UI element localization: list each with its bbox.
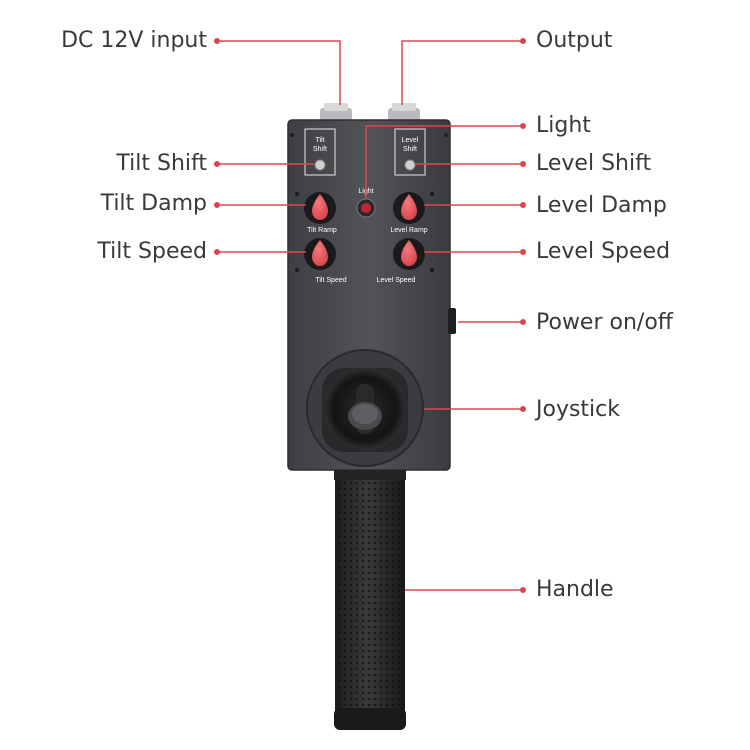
tilt-shift-label-line2: Shift [313, 146, 327, 153]
callout-dc-input: DC 12V input [61, 28, 207, 53]
callout-output: Output [536, 28, 613, 53]
callout-joystick: Joystick [536, 397, 621, 422]
joystick[interactable] [306, 349, 424, 467]
callout-tilt-speed: Tilt Speed [97, 239, 207, 264]
callout-handle: Handle [536, 577, 614, 602]
tilt-shift-label-line1: Tilt [315, 137, 324, 144]
handle [334, 470, 406, 730]
level-shift-switch[interactable] [404, 159, 416, 171]
level-ramp-label: Level Ramp [390, 227, 427, 234]
dc-input-connector[interactable] [320, 103, 352, 122]
level-shift-label-line2: Shift [403, 146, 417, 153]
level-speed-label: Level Speed [377, 277, 416, 284]
tilt-shift-switch[interactable] [314, 159, 326, 171]
tilt-ramp-label: Tilt Ramp [307, 227, 337, 234]
callout-level-shift: Level Shift [536, 151, 652, 176]
level-shift-box: Level Shift [394, 128, 426, 176]
callout-power: Power on/off [536, 310, 673, 335]
level-speed-knob[interactable] [393, 238, 425, 270]
callout-tilt-shift: Tilt Shift [116, 151, 207, 176]
callout-level-damp: Level Damp [536, 193, 667, 218]
tilt-speed-knob[interactable] [304, 238, 336, 270]
callout-level-speed: Level Speed [536, 239, 671, 264]
level-ramp-knob[interactable] [393, 192, 425, 224]
tilt-speed-label: Tilt Speed [315, 277, 346, 284]
tilt-ramp-knob[interactable] [304, 192, 336, 224]
tilt-shift-box: Tilt Shift [304, 128, 336, 176]
callout-light: Light [536, 113, 591, 138]
callout-tilt-damp: Tilt Damp [100, 191, 207, 216]
output-connector[interactable] [388, 103, 420, 122]
level-shift-label-line1: Level [402, 137, 419, 144]
power-switch[interactable] [448, 308, 456, 334]
